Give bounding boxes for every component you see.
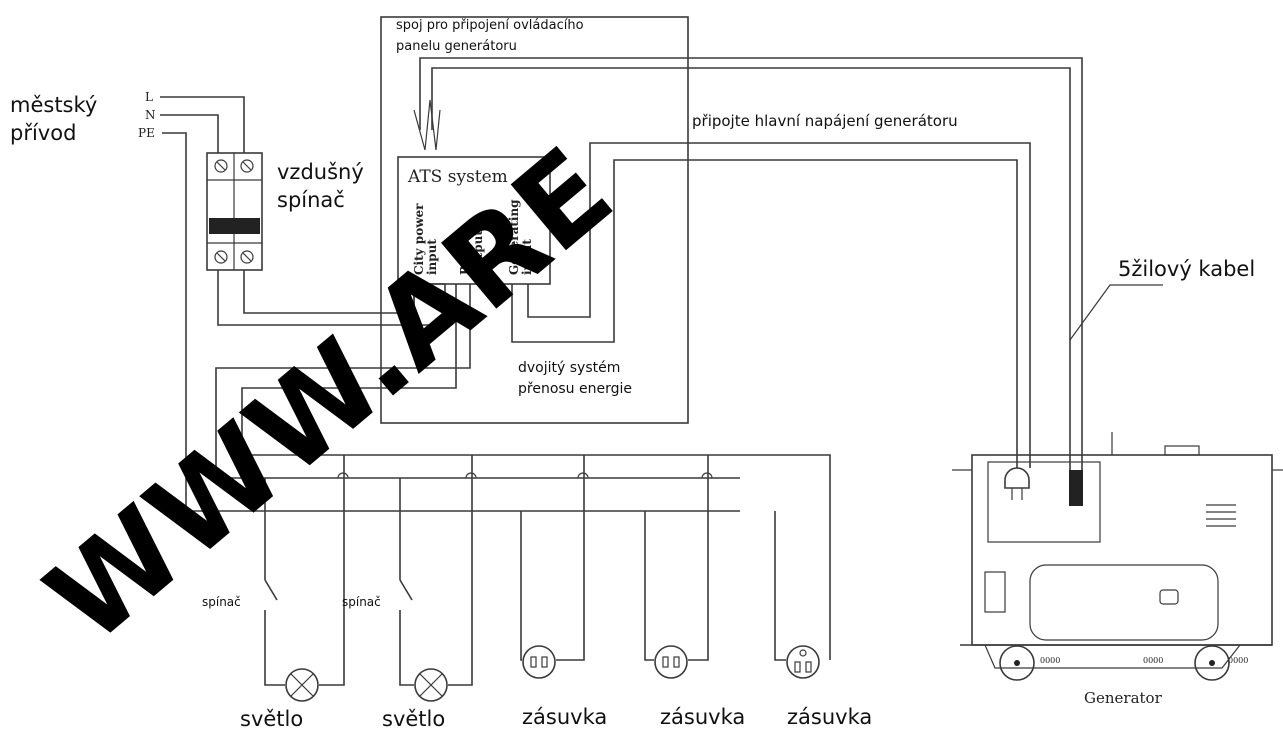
socket-branch-2 [644,455,709,679]
air-switch-label-2: spínač [277,188,345,212]
light-label-1: světlo [240,707,303,731]
light-label-2: světlo [382,707,445,731]
air-switch-label: vzdušný [277,160,364,184]
wheel-icon [999,645,1035,681]
ats-title: ATS system [407,167,508,187]
five-core-cable-label: 5žilový kabel [1118,257,1255,281]
svg-text:input: input [425,239,439,275]
generator-main-power-label: připojte hlavní napájení generátoru [692,112,958,130]
air-switch [206,152,263,271]
svg-text:Power: Power [458,233,472,275]
wire-crossings [337,472,713,479]
socket-branch-1 [520,455,585,679]
ats-power-output-label: Power output [458,230,485,275]
control-cable-outer [419,57,1083,470]
dual-system-label-2: přenosu energie [518,381,632,397]
generator-unit [952,432,1283,681]
city-supply-wires [160,96,740,512]
city-supply-label: městský [10,93,97,117]
phase-l-label: L [145,90,153,104]
breaker-to-ats-wire-2 [243,270,415,314]
phase-pe-label: PE [138,126,155,140]
control-panel-label: spoj pro připojení ovládacího [396,18,584,33]
wheel-icon [1194,645,1230,681]
lamp-icon [285,668,319,702]
switch-label-1: spínač [202,595,241,609]
svg-text:Generating: Generating [507,199,521,275]
dual-system-label: dvojitý systém [518,360,620,376]
control-cable-inner [431,67,1071,470]
socket-icon [786,645,820,679]
socket-branch-3 [774,511,820,679]
socket-label-2: zásuvka [660,705,745,729]
control-panel-label-2: panelu generátoru [396,39,517,54]
ats-output-wire-2 [241,284,831,660]
light-branch-1 [264,455,345,702]
socket-label-1: zásuvka [522,705,607,729]
transfer-system-enclosure [380,16,689,424]
gen-input-wire-2 [527,142,1031,468]
vent-icon [1206,504,1236,527]
phase-n-label: N [145,108,156,122]
svg-text:City power: City power [412,203,426,275]
gen-input-wire-1 [511,159,1018,468]
socket-icon [522,645,556,679]
generator-label: Generator [1084,689,1163,707]
ats-output-wire-1 [215,284,740,479]
ats-system-box [397,156,551,285]
switch-label-2: spínač [342,595,381,609]
light-branch-2 [399,455,473,702]
lamp-icon [414,668,448,702]
control-cable-fan [413,99,441,151]
generator-plate-2: 0000 [1143,656,1163,665]
svg-text:output: output [471,230,485,275]
connector-icon [1069,470,1083,506]
plug-icon [1004,467,1030,489]
ats-generating-input-label: Generating input [507,199,534,275]
svg-text:input: input [520,239,534,275]
socket-label-3: zásuvka [787,705,872,729]
five-core-cable-leader [1069,284,1163,341]
city-supply-label-2: přívod [10,121,76,145]
generator-plate-3: 0000 [1228,656,1248,665]
ats-city-input-label: City power input [412,203,439,275]
socket-icon [654,645,688,679]
generator-plate-1: 0000 [1040,656,1060,665]
